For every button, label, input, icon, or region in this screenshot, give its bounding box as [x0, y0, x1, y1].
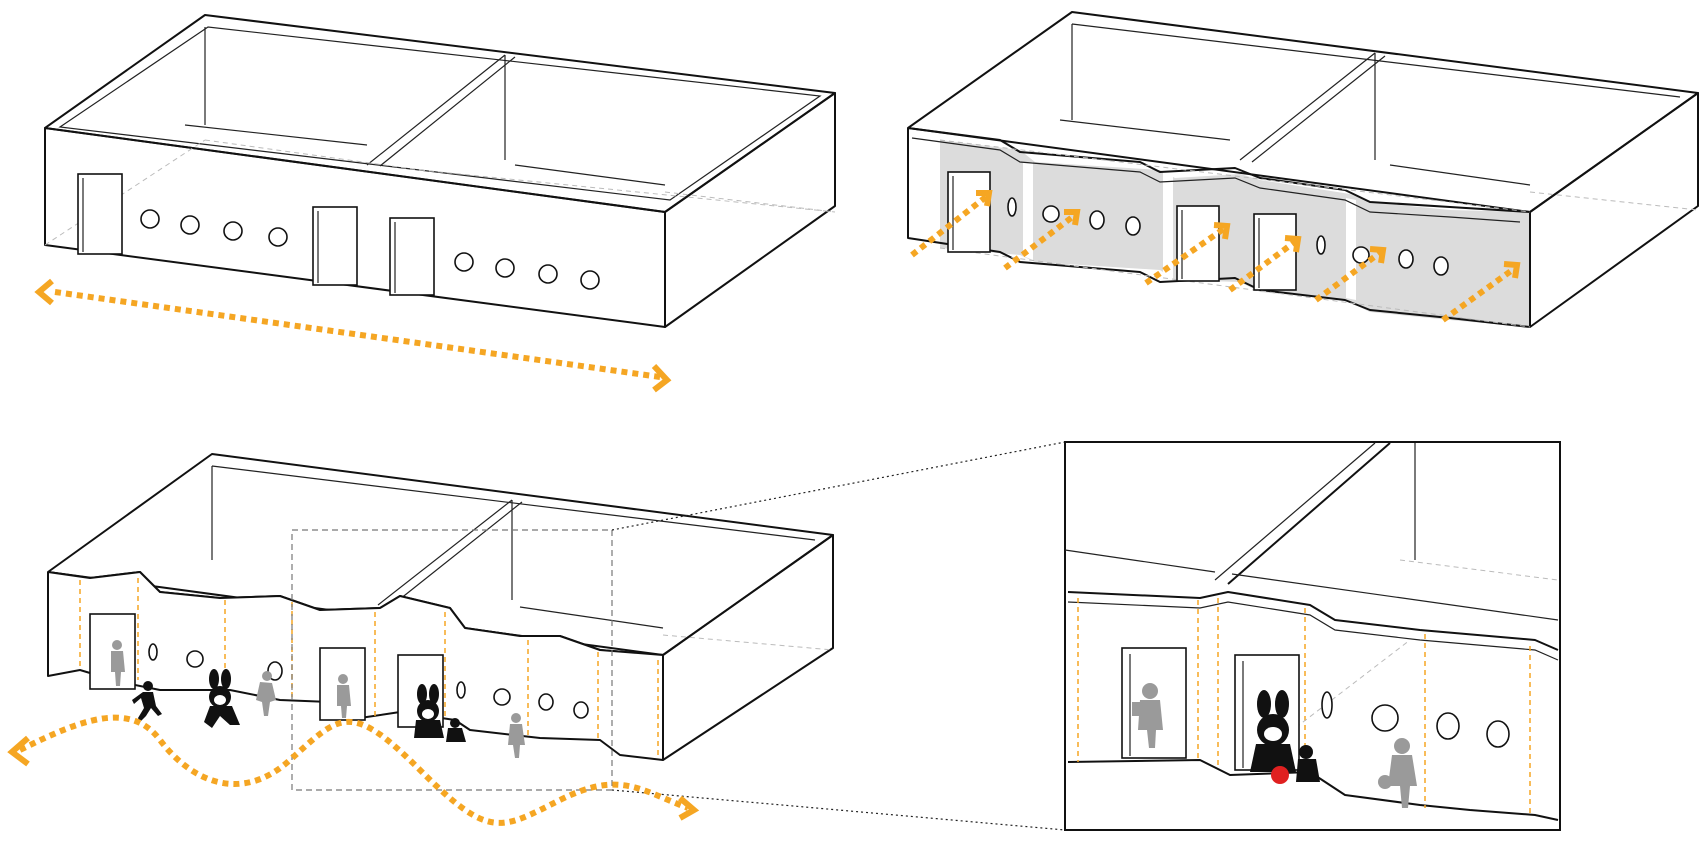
bunny-mascot-sitting [414, 684, 444, 738]
porthole-window [580, 270, 600, 290]
side-wall [662, 534, 834, 761]
porthole-window [186, 650, 204, 668]
bunny-mascot-running [204, 669, 240, 728]
porthole-window [140, 209, 160, 229]
child-running-figure [256, 671, 276, 716]
box-inner-rim [58, 26, 822, 201]
porthole-window [1486, 720, 1510, 748]
porthole-window [538, 693, 554, 711]
child-walking-figure [1378, 738, 1417, 808]
bunny-mascot-sitting [1250, 690, 1296, 772]
porthole-window [1321, 691, 1333, 719]
porthole-window [495, 258, 515, 278]
porthole-window [1042, 205, 1060, 223]
porthole-window [573, 701, 589, 719]
porthole-window [1316, 235, 1326, 255]
zoom-region [291, 529, 613, 791]
porthole-window [1352, 246, 1370, 264]
panel-zigzag-corridor [907, 11, 1699, 328]
door [389, 217, 435, 296]
door [1253, 213, 1297, 291]
porthole-window [454, 252, 474, 272]
side-wall [664, 92, 836, 328]
side-wall [1529, 92, 1699, 328]
porthole-window [148, 643, 158, 661]
arrow-head-right-icon [651, 363, 672, 393]
porthole-window [493, 688, 511, 706]
child-reading-figure [111, 640, 125, 686]
arrow-head-left-icon [34, 278, 54, 306]
porthole-window [1125, 216, 1141, 236]
cat-figure [446, 718, 466, 742]
porthole-window [538, 264, 558, 284]
red-yarn-ball [1271, 766, 1289, 784]
panel-play-corridor [7, 441, 1066, 831]
door [77, 173, 123, 255]
porthole-window [1007, 197, 1017, 217]
inset-segment-guides [1077, 598, 1531, 815]
straight-movement-arrow [54, 289, 661, 380]
diagonal-entry-arrows [910, 190, 1521, 323]
child-reading-figure [337, 674, 351, 718]
porthole-window [1089, 210, 1105, 230]
porthole-window [1371, 704, 1399, 732]
door [1176, 205, 1220, 282]
wavy-movement-arrow [18, 714, 690, 826]
porthole-window [1436, 712, 1460, 740]
porthole-window [456, 681, 466, 699]
porthole-window [1433, 256, 1449, 276]
porthole-window [223, 221, 243, 241]
child-walking-figure [508, 713, 525, 758]
porthole-window [180, 215, 200, 235]
arrow-head-right-icon [678, 795, 700, 821]
door [312, 206, 358, 286]
inset-detail [1064, 441, 1561, 831]
panel-straight-corridor [34, 14, 836, 393]
porthole-window [1398, 249, 1414, 269]
child-reading-figure [1132, 683, 1163, 748]
cat-figure [1296, 745, 1320, 782]
porthole-window [268, 227, 288, 247]
arrow-head-left-icon [7, 735, 30, 767]
zigzag-wall-shaded [940, 140, 1530, 327]
child-running-silhouette [132, 681, 162, 722]
